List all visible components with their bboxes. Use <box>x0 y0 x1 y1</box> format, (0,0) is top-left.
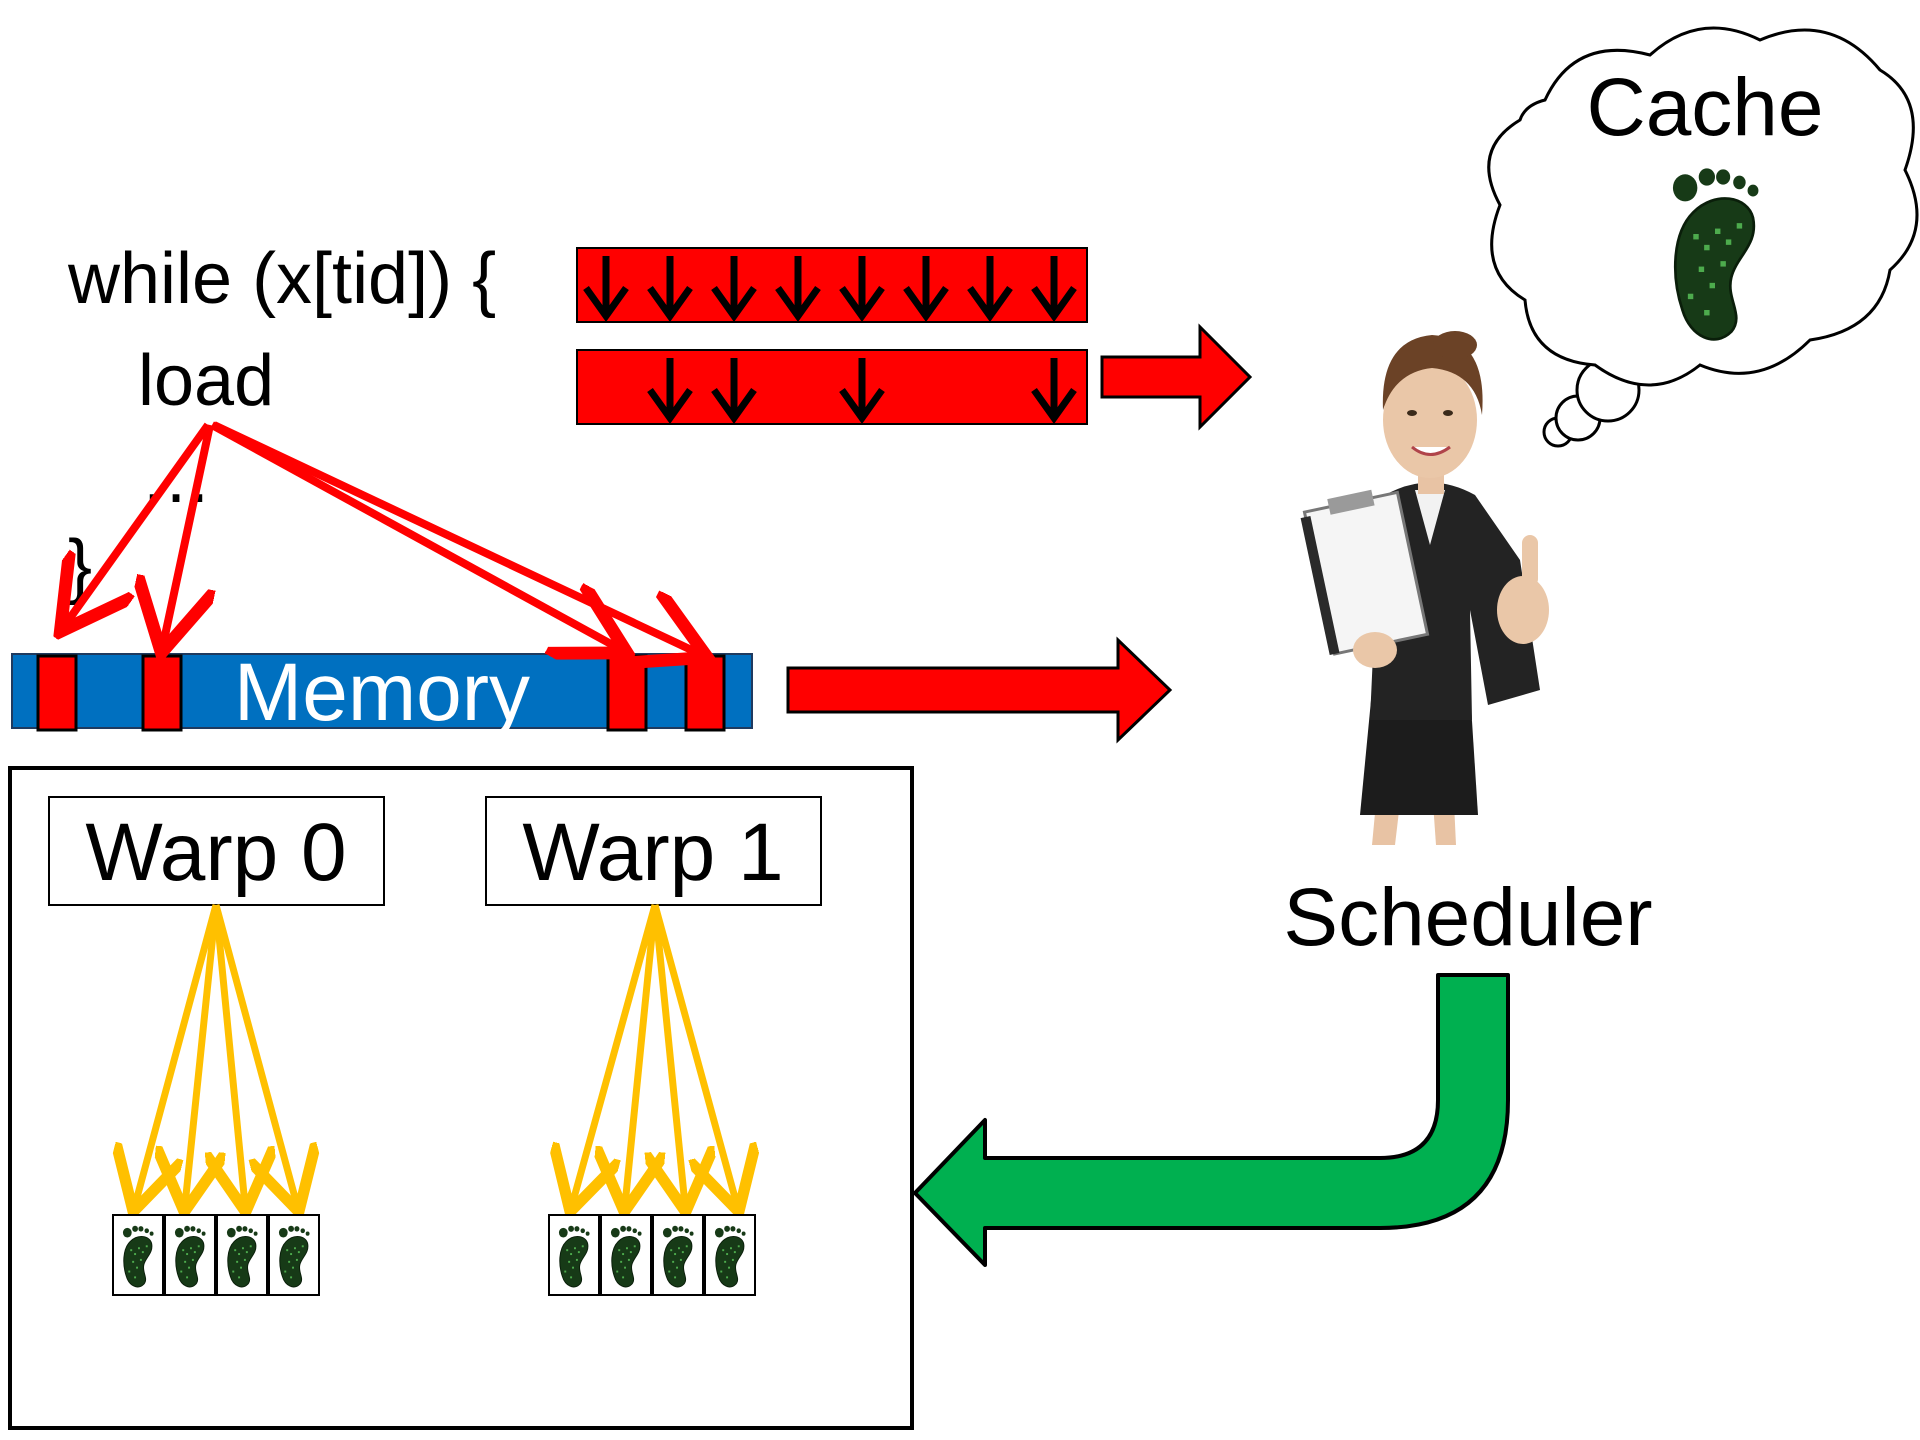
memory-cell-3 <box>606 654 648 732</box>
scheduler-feedback-arrow <box>913 973 1510 1267</box>
bar-to-scheduler-arrow <box>1100 323 1253 431</box>
memory-cell-2 <box>141 654 183 732</box>
load-access-bar <box>576 349 1088 425</box>
memory-cell-1 <box>36 654 78 732</box>
thread-access-arrow <box>903 256 949 323</box>
memory-label: Memory <box>234 647 530 738</box>
thread-access-arrow <box>775 256 821 323</box>
memory-bar: Memory <box>11 647 753 738</box>
thread-access-arrow <box>647 358 693 425</box>
cache-label: Cache <box>1586 62 1823 153</box>
thread-access-arrow <box>711 256 757 323</box>
code-snippet: while (x[tid]) { load … } <box>67 239 496 606</box>
warp-1-label: Warp 1 <box>522 807 783 898</box>
warp-1-threads <box>548 1214 756 1296</box>
warp-0-label: Warp 0 <box>85 807 346 898</box>
scheduler-label: Scheduler <box>1283 872 1652 963</box>
thread-access-arrow <box>967 256 1013 323</box>
code-line-while: while (x[tid]) { <box>67 239 496 319</box>
memory-to-scheduler-arrow <box>786 636 1173 744</box>
thread-access-arrow <box>647 256 693 323</box>
thread-access-arrow <box>1031 358 1077 425</box>
thread-access-arrow <box>711 358 757 425</box>
memory-cell-4 <box>684 654 726 732</box>
warp-0: Warp 0 <box>48 796 385 1296</box>
warp-0-threads <box>112 1214 320 1296</box>
thread-access-arrow <box>583 256 629 323</box>
thread-access-arrow <box>839 358 885 425</box>
warp-1: Warp 1 <box>485 796 822 1296</box>
thread-access-arrow <box>1031 256 1077 323</box>
businesswoman-illustration <box>1300 331 1549 845</box>
load-access-arrows <box>65 421 700 654</box>
full-access-bar <box>576 247 1088 323</box>
code-line-load: load <box>138 341 274 421</box>
thread-access-arrow <box>839 256 885 323</box>
